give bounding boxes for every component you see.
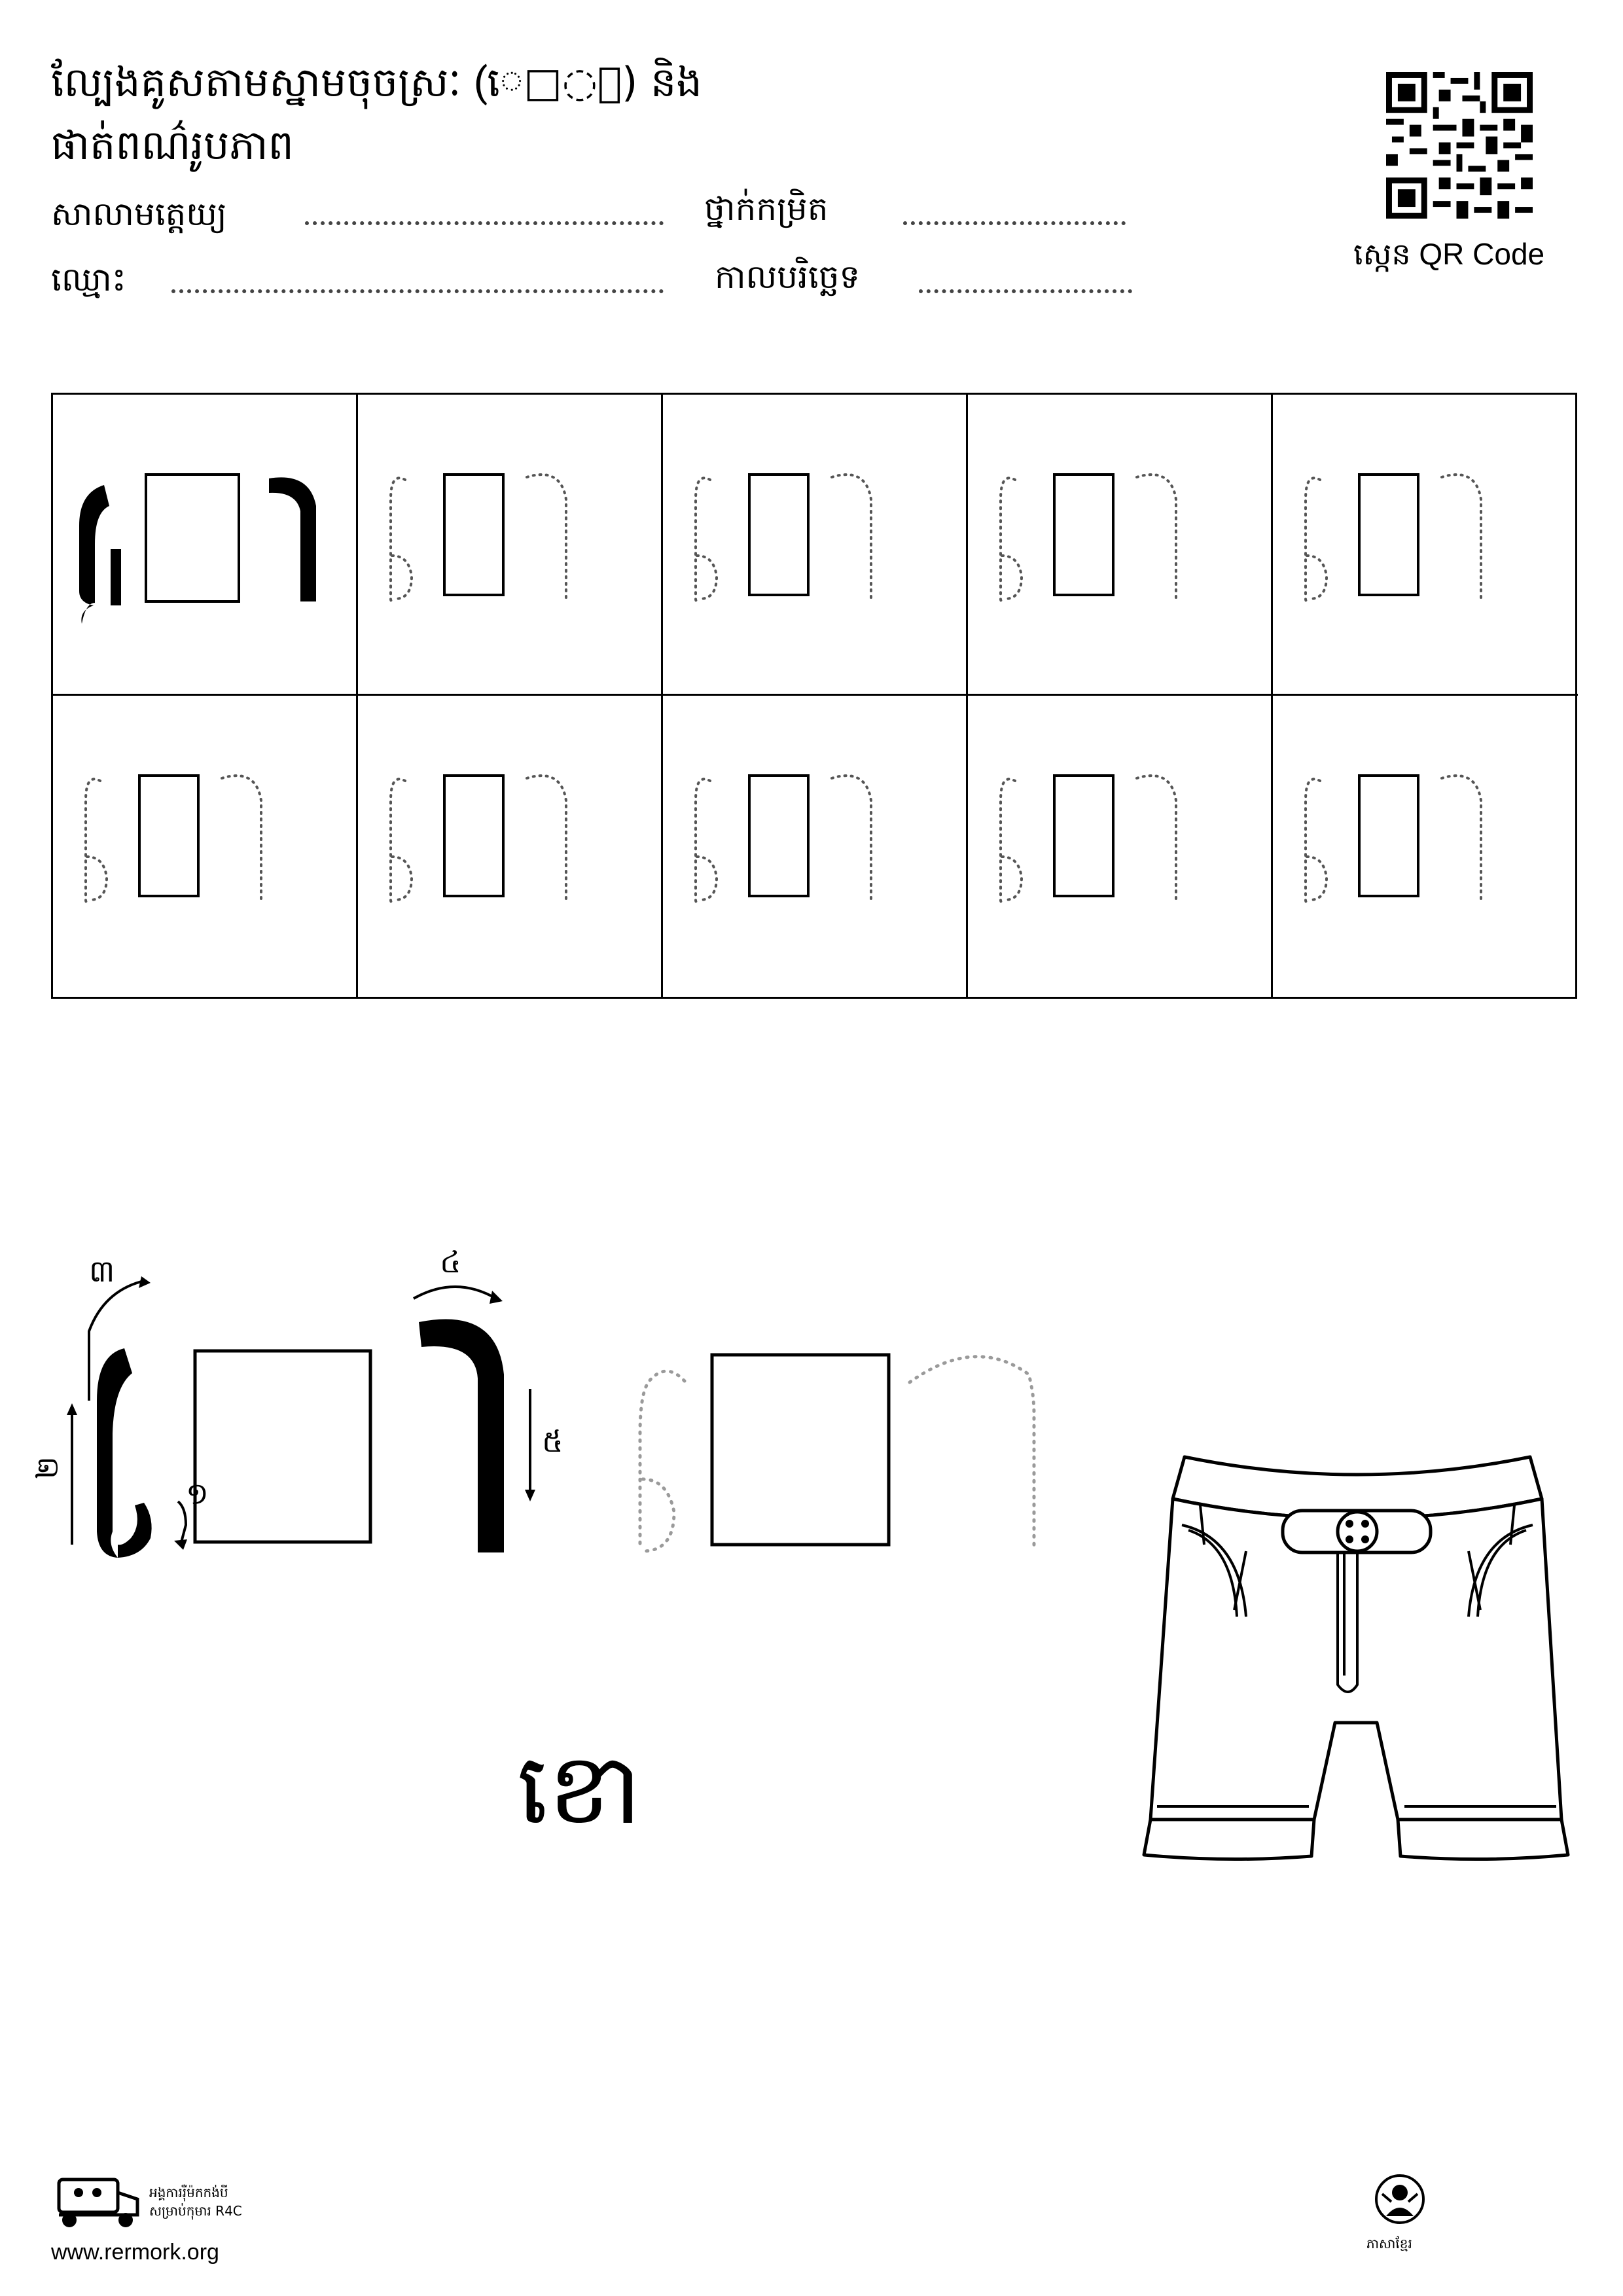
title-line-1: ល្បែងគូសតាមស្នាមចុចស្រៈ (េ□ា) និង: [51, 58, 702, 106]
traceable-vowel: [999, 473, 1177, 603]
practice-cell[interactable]: [968, 395, 1273, 696]
practice-cell[interactable]: [663, 696, 968, 997]
example-word: ខោ: [517, 1732, 642, 1846]
school-label: សាលាមត្តេយ្យ: [51, 195, 227, 233]
traceable-vowel: [1304, 473, 1482, 603]
large-traceable-vowel[interactable]: [602, 1322, 1060, 1571]
practice-cell[interactable]: [358, 395, 663, 696]
traceable-vowel: [389, 473, 567, 603]
khmer-language-logo-icon: [1375, 2174, 1425, 2224]
shorts-left-cuff: [1142, 1818, 1316, 1861]
stroke-number-3: ៣: [89, 1253, 115, 1289]
practice-cell[interactable]: [53, 696, 358, 997]
vowel-model-glyph: [79, 473, 316, 624]
shorts-illustration[interactable]: [1141, 1453, 1573, 1872]
practice-cell[interactable]: [968, 696, 1273, 997]
shorts-button-icon: [1336, 1510, 1379, 1553]
practice-cell[interactable]: [1273, 395, 1578, 696]
date-field[interactable]: [919, 289, 1132, 293]
org-line-2: សម្រាប់កុមារ R4C: [149, 2203, 242, 2219]
traceable-vowel: [389, 774, 567, 904]
stroke-guide-box: [193, 1349, 372, 1544]
qr-code-icon[interactable]: [1386, 72, 1533, 219]
practice-cell-model: [53, 395, 358, 696]
shorts-right-cuff: [1396, 1818, 1570, 1861]
stroke-number-1: ១: [186, 1476, 209, 1511]
practice-cell[interactable]: [358, 696, 663, 997]
org-name: អង្គការរ៉ឺម៉កកង់បី សម្រាប់កុមារ R4C: [149, 2183, 242, 2220]
practice-cell[interactable]: [663, 395, 968, 696]
traceable-vowel: [1304, 774, 1482, 904]
school-field[interactable]: [305, 221, 664, 225]
website-link[interactable]: www.rermork.org: [51, 2240, 219, 2265]
grade-label: ថ្នាក់កម្រិត: [704, 190, 829, 228]
qr-label: ស្កេន QR Code: [1353, 237, 1545, 271]
tuktuk-logo-icon: [57, 2178, 139, 2227]
stroke-glyph-right: [419, 1319, 504, 1552]
traceable-vowel: [694, 473, 872, 603]
grade-field[interactable]: [903, 221, 1126, 225]
name-label: ឈ្មោះ: [51, 260, 126, 298]
name-field[interactable]: [171, 289, 664, 293]
practice-grid: [51, 393, 1578, 999]
traceable-vowel: [999, 774, 1177, 904]
org-line-1: អង្គការរ៉ឺម៉កកង់បី: [149, 2185, 228, 2200]
stroke-glyph-left: [97, 1348, 132, 1558]
stroke-arrows: [71, 1280, 531, 1545]
date-label: កាលបរិច្ឆេទ: [715, 258, 861, 296]
title-line-2: ផាត់ពណ៌រូបភាព: [51, 121, 294, 169]
stroke-order-guide: ៣ ២ ១ ៤ ៥: [29, 1244, 563, 1558]
logo-caption: ភាសាខ្មែរ: [1366, 2236, 1412, 2251]
traceable-vowel: [84, 774, 262, 904]
stroke-number-4: ៤: [440, 1244, 461, 1280]
stroke-glyph-tail: [118, 1503, 152, 1558]
stroke-number-2: ២: [29, 1456, 65, 1479]
traceable-vowel: [694, 774, 872, 904]
practice-cell[interactable]: [1273, 696, 1578, 997]
worksheet-title: ល្បែងគូសតាមស្នាមចុចស្រៈ (េ□ា) និង ផាត់ពណ…: [51, 51, 702, 177]
stroke-number-5: ៥: [542, 1424, 563, 1459]
